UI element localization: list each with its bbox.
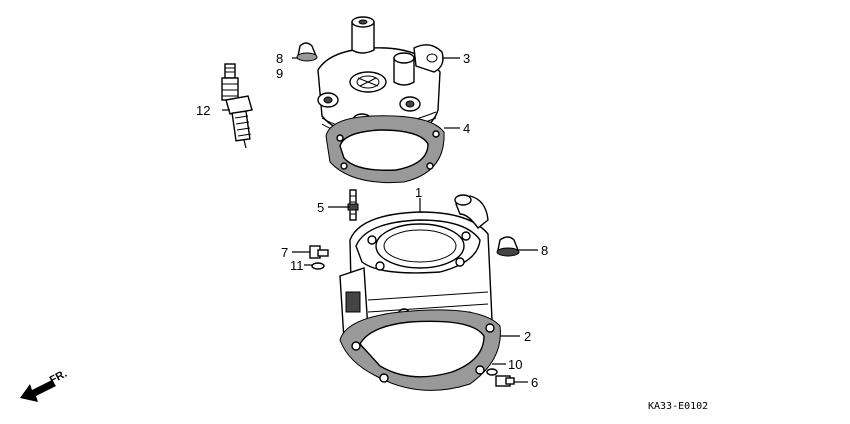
callout-7: 7 <box>281 245 288 260</box>
callout-10: 10 <box>508 357 522 372</box>
leader-lines <box>222 57 538 383</box>
direction-label: FR. <box>48 368 69 387</box>
callout-6: 6 <box>531 375 538 390</box>
callout-5: 5 <box>317 200 324 215</box>
front-direction-arrow: FR. <box>20 368 69 402</box>
cap-nut-right <box>496 236 520 257</box>
callout-8-right: 8 <box>541 243 548 258</box>
bolt-washer-bottom <box>486 368 515 387</box>
cylinder-head <box>317 16 444 139</box>
callout-12: 12 <box>196 103 210 118</box>
spark-plug <box>221 63 253 149</box>
callout-1: 1 <box>415 185 422 200</box>
callout-8-top: 8 <box>276 51 283 66</box>
callout-3: 3 <box>463 51 470 66</box>
bolt-washer-left <box>309 245 329 270</box>
callout-11: 11 <box>290 258 304 273</box>
base-gasket <box>339 309 501 391</box>
cap-nut-top <box>296 42 318 62</box>
stud-bolt <box>347 189 359 221</box>
diagram-code: KA33-E0102 <box>648 401 708 412</box>
callout-2: 2 <box>524 329 531 344</box>
head-gasket <box>325 115 445 184</box>
callout-4: 4 <box>463 121 470 136</box>
callout-9: 9 <box>276 66 283 81</box>
